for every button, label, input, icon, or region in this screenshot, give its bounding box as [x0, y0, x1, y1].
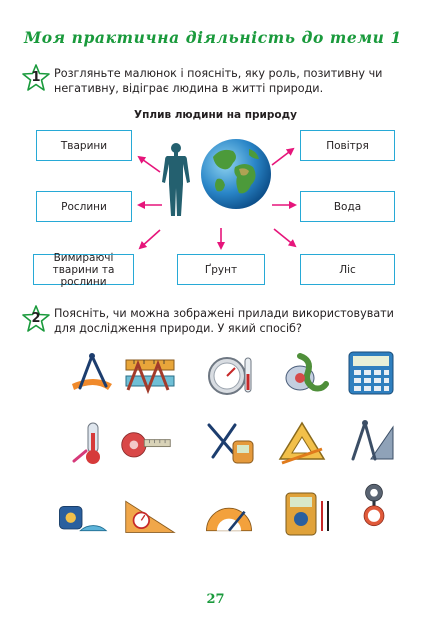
diagram-title: Уплив людини на природу	[134, 109, 297, 121]
triangle-ruler-icon	[125, 500, 176, 533]
box-soil: Ґрунт	[177, 254, 265, 285]
arrow-to-animals	[137, 155, 161, 173]
box-plants: Рослини	[36, 191, 132, 222]
arrow-to-air	[271, 147, 295, 166]
star-icon	[22, 305, 50, 332]
task-number-badge: 1	[22, 64, 50, 92]
thermometer-icon	[72, 422, 100, 464]
multimeter-icon	[285, 492, 329, 536]
task-1-text: Розгляньте малюнок і поясніть, яку роль,…	[54, 67, 383, 95]
box-air: Повітря	[300, 130, 395, 161]
compass-drawing-icon	[72, 353, 112, 390]
star-icon	[22, 64, 50, 91]
task-2-text: Поясніть, чи можна зображені прилади вик…	[54, 307, 394, 335]
set-square-icon	[278, 421, 326, 465]
box-extinct: Вимираючі тварини та рослини	[33, 252, 134, 288]
ruler-set-icon	[125, 359, 175, 395]
compass-square-icon	[351, 420, 394, 461]
scissors-meter-icon	[207, 423, 254, 464]
task-number: 1	[31, 70, 41, 85]
tape-protractor-icon	[59, 506, 108, 532]
arrow-to-extinct	[138, 229, 161, 250]
box-animals: Тварини	[36, 130, 132, 161]
globe-icon	[201, 139, 271, 209]
box-water: Вода	[300, 191, 395, 222]
protractor-icon	[206, 507, 252, 532]
human-silhouette-icon	[162, 143, 190, 216]
lizard-toy-icon	[285, 353, 329, 392]
page-number: 27	[206, 592, 225, 607]
scale-weight-icon	[363, 483, 385, 527]
task-number-badge: 2	[22, 305, 50, 333]
box-forest: Ліс	[300, 254, 395, 285]
arrow-to-forest	[273, 228, 297, 248]
barometer-icon	[208, 357, 252, 395]
calculator-icon	[348, 351, 394, 395]
page-title: Моя практична діяльність до теми 1	[24, 28, 402, 47]
tape-measure-icon	[121, 432, 171, 458]
task-number: 2	[31, 311, 41, 326]
